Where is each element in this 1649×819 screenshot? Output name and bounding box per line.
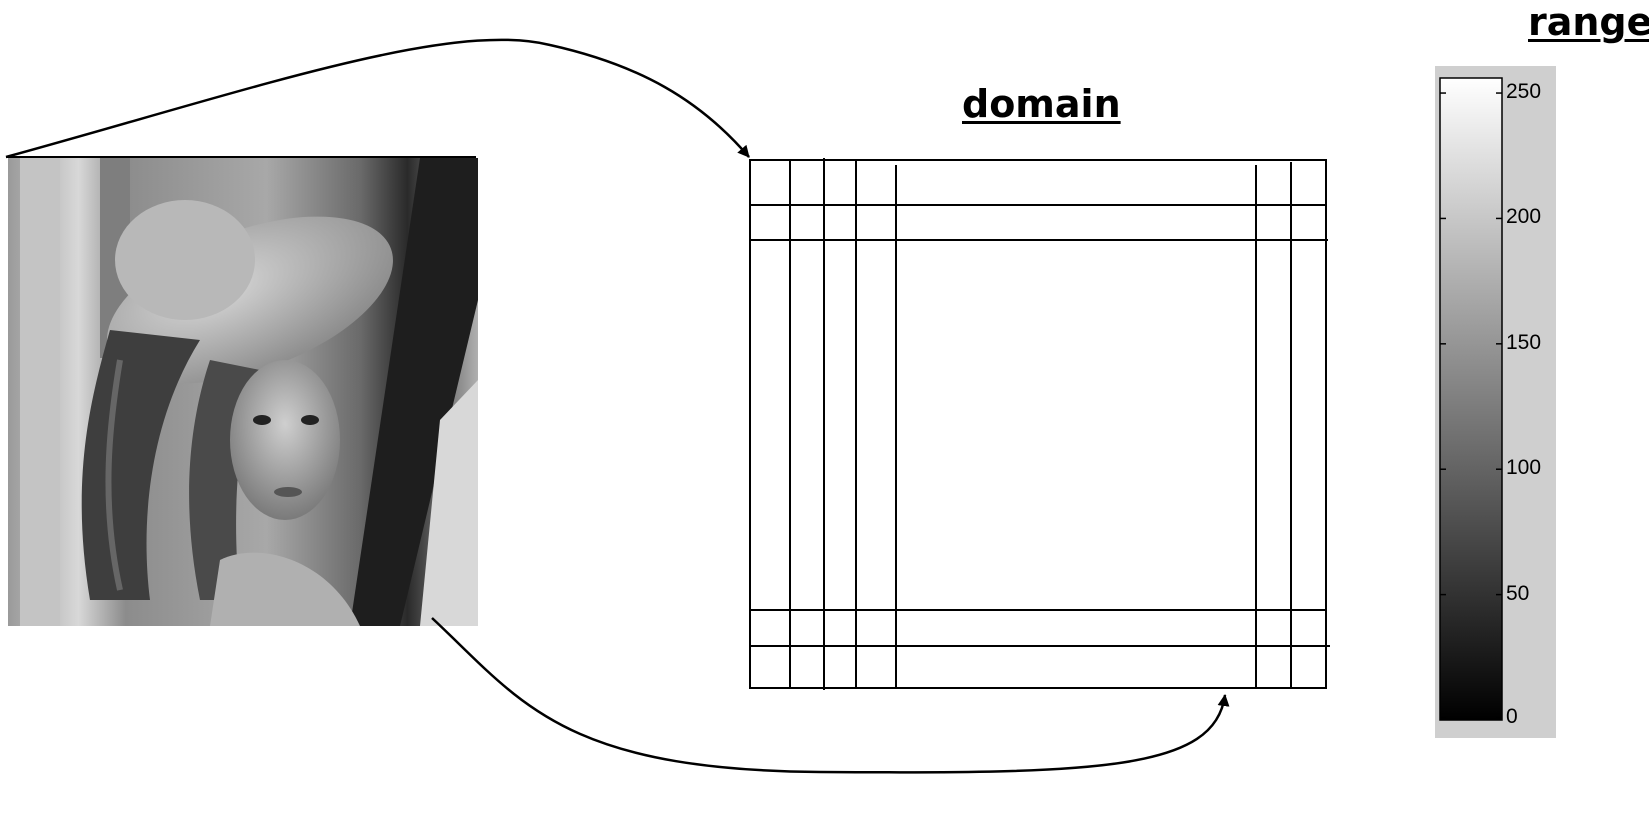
range-colorbar: [1435, 66, 1556, 738]
range-title: range: [1528, 0, 1649, 44]
portrait-image: [8, 158, 478, 626]
top-mapping-arrow: [5, 38, 750, 159]
colorbar-tick-label: 250: [1506, 80, 1542, 104]
colorbar-tick-label: 0: [1506, 705, 1518, 728]
colorbar-tick-label: 200: [1506, 205, 1542, 229]
domain-grid: [749, 158, 1330, 690]
colorbar-ticks: [1440, 92, 1502, 719]
colorbar-gradient: [1439, 77, 1503, 721]
colorbar-tick-label: 150: [1506, 330, 1542, 354]
colorbar-tick-label: 100: [1506, 456, 1542, 480]
bottom-mapping-arrow: [431, 617, 1230, 774]
domain-grid-border: [749, 159, 1327, 689]
colorbar-tick-label: 50: [1506, 581, 1530, 605]
domain-title: domain: [962, 82, 1121, 126]
